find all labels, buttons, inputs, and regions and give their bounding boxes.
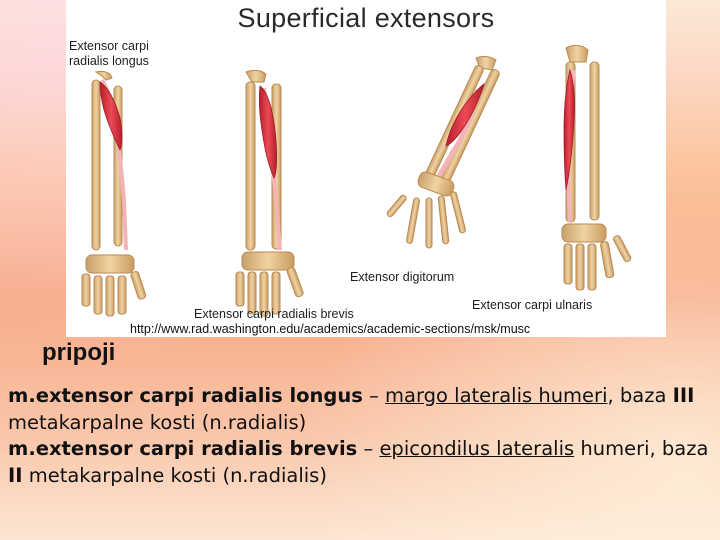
arm-extensor-carpi-radialis-longus — [81, 70, 147, 317]
paragraph-longus: m.extensor carpi radialis longus – margo… — [8, 383, 714, 436]
label-extensor-digitorum: Extensor digitorum — [350, 270, 455, 284]
muscle-name: m.extensor carpi radialis brevis — [8, 437, 358, 460]
label-extensor-carpi-radialis-longus: Extensor carpi radialis longus — [69, 39, 149, 68]
caption-pripoji: pripoji — [42, 339, 116, 366]
insertion-text: m.extensor carpi radialis longus – margo… — [8, 383, 714, 489]
label-extensor-carpi-radialis-brevis: Extensor carpi radialis brevis — [194, 307, 354, 321]
text-segment: humeri, baza — [574, 437, 709, 460]
arm-extensor-carpi-radialis-brevis — [235, 69, 304, 317]
origin-text: margo lateralis humeri — [385, 384, 608, 407]
dash: – — [357, 437, 380, 460]
anatomy-figure: Superficial extensors — [66, 0, 666, 337]
dash: – — [362, 384, 386, 407]
roman-numeral: II — [8, 463, 23, 487]
figure-title: Superficial extensors — [237, 3, 495, 33]
text-segment: metakarpalne kosti (n.radialis) — [22, 463, 327, 487]
paragraph-brevis: m.extensor carpi radialis brevis – epico… — [8, 436, 714, 489]
muscle-name: m.extensor carpi radialis longus — [8, 384, 363, 407]
origin-text: epicondilus lateralis — [379, 437, 575, 460]
source-url: http://www.rad.washington.edu/academics/… — [130, 322, 531, 336]
arm-extensor-carpi-ulnaris — [561, 44, 632, 291]
roman-numeral: III — [672, 384, 695, 407]
text-segment: , baza — [607, 384, 673, 407]
label-extensor-carpi-ulnaris: Extensor carpi ulnaris — [472, 298, 593, 312]
forearm-illustrations — [81, 44, 632, 317]
text-segment: metakarpalne kosti (n.radialis) — [8, 410, 307, 434]
arm-extensor-digitorum — [386, 55, 500, 249]
